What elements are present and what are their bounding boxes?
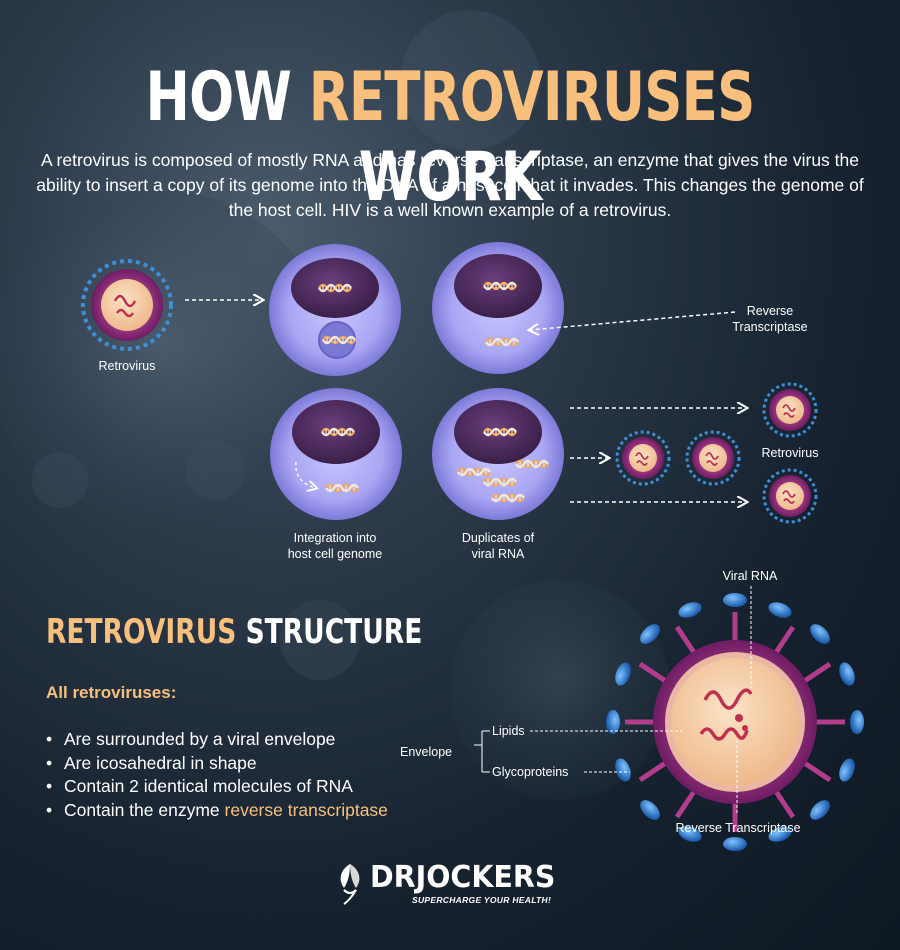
reverse-transcriptase-line1: Reverse [746,304,794,318]
duplicates-line2: viral RNA [471,547,525,561]
host-cell-3 [270,388,402,520]
intro-paragraph: A retrovirus is composed of mostly RNA a… [36,150,864,220]
viral-rna-label: Viral RNA [722,569,778,583]
glycoproteins-label: Glycoproteins [492,765,569,779]
envelope-label: Envelope [400,745,453,759]
title-highlight: RETROVIRUSES [308,58,756,137]
retrovirus-output-2 [615,430,671,486]
retrovirus-output-label: Retrovirus [761,446,819,460]
bullet-item: Are icosahedral in shape [46,752,388,776]
retrovirus-output-3 [685,430,741,486]
structure-title-highlight: RETROVIRUS [46,612,237,652]
integration-label: Integration into host cell genome [270,530,400,562]
bullet-item: Are surrounded by a viral envelope [46,728,388,752]
structure-bullet-list: Are surrounded by a viral envelope Are i… [46,728,388,822]
integration-line1: Integration into [293,531,377,545]
retrovirus-input-icon [81,259,173,351]
bullet-item: Contain 2 identical molecules of RNA [46,775,388,799]
host-cell-4 [432,388,564,520]
reverse-transcriptase-label: Reverse Transcriptase [725,303,815,335]
retrovirus-label: Retrovirus [98,359,156,373]
logo-name: DRJOCKERS [370,860,556,895]
host-cell-1 [269,244,401,376]
integration-line2: host cell genome [287,547,383,561]
logo-tagline: SUPERCHARGE YOUR HEALTH! [412,895,552,905]
retrovirus-structure-illustration [606,593,864,851]
structure-subhead: All retroviruses: [46,683,177,702]
dna-leaf-logo-icon [340,864,360,905]
structure-section-title: RETROVIRUS STRUCTURE [46,612,422,652]
bullet-item: Contain the enzyme reverse transcriptase [46,799,388,823]
host-cell-2 [432,242,564,374]
bullet4-prefix: Contain the enzyme [64,799,225,820]
drjockers-logo: DRJOCKERS SUPERCHARGE YOUR HEALTH! [330,860,570,910]
retrovirus-output-1 [762,382,818,438]
reverse-transcriptase-structure-label: Reverse Transcriptase [675,821,801,835]
title-part1: HOW [145,58,309,137]
lipids-label: Lipids [492,724,525,738]
page-title: HOW RETROVIRUSES WORK [99,58,801,218]
title-part2: WORK [358,138,542,217]
structure-title-rest: STRUCTURE [236,612,423,652]
duplicates-label: Duplicates of viral RNA [433,530,563,562]
duplicates-line1: Duplicates of [461,531,535,545]
reverse-transcriptase-line2: Transcriptase [732,320,808,334]
bullet4-highlight: reverse transcriptase [224,799,388,820]
retrovirus-output-4 [762,468,818,524]
